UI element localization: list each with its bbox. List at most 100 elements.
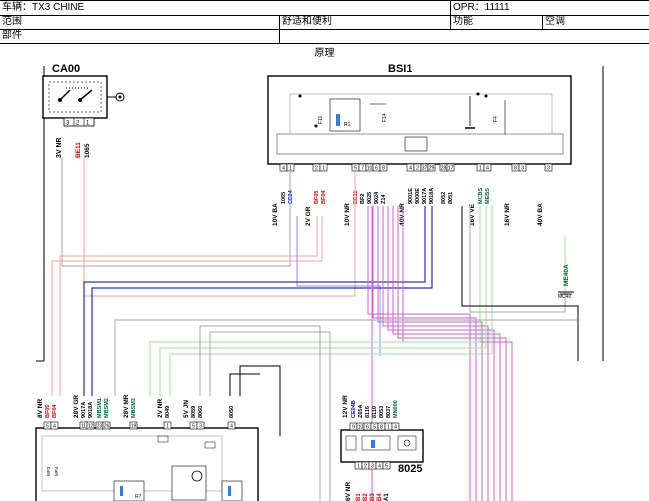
bottom-relay-coil-icon bbox=[120, 486, 123, 496]
bottom-wire-label: 9018A bbox=[88, 402, 94, 418]
bsi-conn-3-pin: 29 bbox=[429, 166, 435, 172]
bsi-conn-2-cell bbox=[379, 163, 388, 172]
header-row-3: 部件 bbox=[0, 29, 649, 44]
bottom-conn-5-pin: 3 bbox=[199, 424, 202, 430]
ground-label: MC40 bbox=[558, 294, 572, 300]
bsi-conn-2-pin: 10 bbox=[367, 166, 373, 172]
bsi-conn-4-cell bbox=[446, 163, 455, 172]
bsi-wire-label: BF2 bbox=[360, 194, 366, 204]
mp3-label: MP3 bbox=[46, 466, 51, 476]
motor-icon bbox=[191, 470, 203, 482]
bottom-wire-label: 8049 bbox=[165, 406, 171, 418]
conn12-wire-label: 8037 bbox=[386, 406, 392, 418]
conn12-wire-label: 8110 bbox=[372, 406, 378, 418]
section-title: 原理 bbox=[314, 48, 335, 59]
bsi-wire-label: BE11 bbox=[353, 191, 359, 204]
bsi-conn-label-5: 16V VE bbox=[469, 203, 476, 226]
ca00-pin-3: 3 bbox=[66, 121, 70, 127]
conn12-pin: 8 bbox=[380, 425, 383, 431]
bsi-conn-label-6: 16V NR bbox=[504, 203, 511, 226]
range-label: 范围 bbox=[0, 15, 280, 29]
vehicle-cell: 车辆：TX3 CHINE bbox=[0, 1, 451, 15]
bottom-wire-label: 8059 bbox=[191, 406, 197, 418]
bsi1-label: BSI1 bbox=[388, 63, 412, 75]
bsi-conn-0-pin: 4 bbox=[282, 166, 285, 172]
wiring-diagram: CA00 3 2 1 3V NR BE11 1065 BSI1 R1 F11 F… bbox=[35, 63, 604, 501]
bottom-conn-3-cell bbox=[129, 421, 138, 430]
conn12-cell bbox=[391, 422, 400, 431]
bottom-conn-0-pin: 4 bbox=[53, 424, 56, 430]
bottom-relay-label: R7 bbox=[135, 494, 142, 500]
bottom-conn-4-pin: 1 bbox=[166, 424, 169, 430]
header-row-1: 车辆：TX3 CHINE OPR：11111 bbox=[0, 0, 649, 16]
bsi-conn-3-pin: 4 bbox=[409, 166, 412, 172]
bsi1-fuse-a: F11 bbox=[318, 116, 324, 124]
bsi1-inner bbox=[289, 93, 553, 135]
bsi-wire-label: 9017A bbox=[422, 188, 428, 204]
bsi-conn-7-cell bbox=[544, 163, 553, 172]
switch-icon bbox=[58, 87, 93, 102]
header-table: 车辆：TX3 CHINE OPR：11111 范围 舒适和便利 功能 空调 部件 bbox=[0, 0, 649, 44]
bottom-conn-label-1: 28V GR bbox=[73, 395, 80, 418]
wire-mbsm2 bbox=[159, 206, 487, 396]
ground-wire-label: ME40A bbox=[563, 264, 570, 286]
range-value: 舒适和便利 bbox=[280, 15, 451, 29]
c8025-coil-icon bbox=[371, 440, 375, 448]
bsi-wire-label: 9000E bbox=[415, 188, 421, 204]
bottom-conn-label-3: 28V MR bbox=[123, 394, 130, 418]
bsi-conn-0-pin: 1 bbox=[289, 166, 292, 172]
bottom-conn-4-cell bbox=[163, 421, 172, 430]
bottom-module-box bbox=[35, 427, 259, 501]
bsi1-fuse-b: F14 bbox=[382, 113, 388, 122]
wire-be11 bbox=[83, 158, 356, 297]
conn12-wire-label: CE04B bbox=[351, 400, 357, 418]
conn12-pin: 4 bbox=[394, 425, 397, 431]
bsi-conn-6-cell bbox=[518, 163, 527, 172]
wire-gray-3 bbox=[209, 331, 331, 501]
c8025-bottom-wire: B4 bbox=[377, 493, 383, 501]
bsi-wire-label: CE04 bbox=[288, 189, 294, 204]
bsi-conn-1-pin: 1 bbox=[322, 166, 325, 172]
bsi-conn-label-2: 10V NR bbox=[344, 203, 351, 226]
conn12-pin: 1 bbox=[387, 425, 390, 431]
conn12-wire-label: Z65A bbox=[358, 405, 364, 418]
conn12-wire-label: 8053 bbox=[379, 406, 385, 418]
bsi-wire-label: BF04 bbox=[321, 190, 327, 204]
bottom-conn-3-pin: 19 bbox=[131, 424, 137, 430]
bsi-conn-1-pin: 2 bbox=[315, 166, 318, 172]
bottom-conn-1-pin: 12 bbox=[88, 424, 94, 430]
bsi-conn-3-cell bbox=[427, 163, 436, 172]
wire-9017a bbox=[83, 206, 426, 396]
bottom-wire-label: BF04 bbox=[52, 404, 58, 418]
bsi-conn-4-pin: 17 bbox=[448, 166, 454, 172]
bsi-wire-label: BF05 bbox=[314, 191, 320, 204]
c8025-pin: 4 bbox=[378, 464, 381, 470]
c8025-bottom-wire: B3 bbox=[370, 493, 376, 501]
bsi-conn-6-pin: 8 bbox=[514, 166, 517, 172]
part-value bbox=[280, 29, 649, 43]
bottom-conn-2-pin: 23 bbox=[97, 424, 103, 430]
ca00-inner bbox=[48, 81, 102, 113]
bottom-conn-label-4: 2V NR bbox=[157, 399, 164, 418]
wire-black-2 bbox=[229, 373, 260, 396]
c8025-bottom-wire: B2 bbox=[363, 493, 369, 501]
wire-9018a bbox=[91, 206, 433, 396]
bsi-conn-2-pin: 6 bbox=[375, 166, 378, 172]
bottom-conn-5-pin: 5 bbox=[192, 424, 195, 430]
function-label: 功能 bbox=[451, 15, 543, 29]
bottom-conn-label-5: 5V JN bbox=[183, 400, 190, 418]
wire-gray-2 bbox=[199, 325, 321, 501]
bsi-conn-5-cell bbox=[483, 163, 492, 172]
c8025-sensor-icon bbox=[403, 439, 411, 447]
wire-ce04 bbox=[296, 216, 381, 356]
bsi-wire-label: 8052 bbox=[441, 192, 447, 204]
bottom-conn-6-pin: 4 bbox=[230, 424, 233, 430]
wire-mbsm1 bbox=[149, 206, 481, 396]
conn12-pin: 6 bbox=[366, 425, 369, 431]
bottom-conn-0-pin: 5 bbox=[46, 424, 49, 430]
bsi-conn-5-pin: 1 bbox=[479, 166, 482, 172]
